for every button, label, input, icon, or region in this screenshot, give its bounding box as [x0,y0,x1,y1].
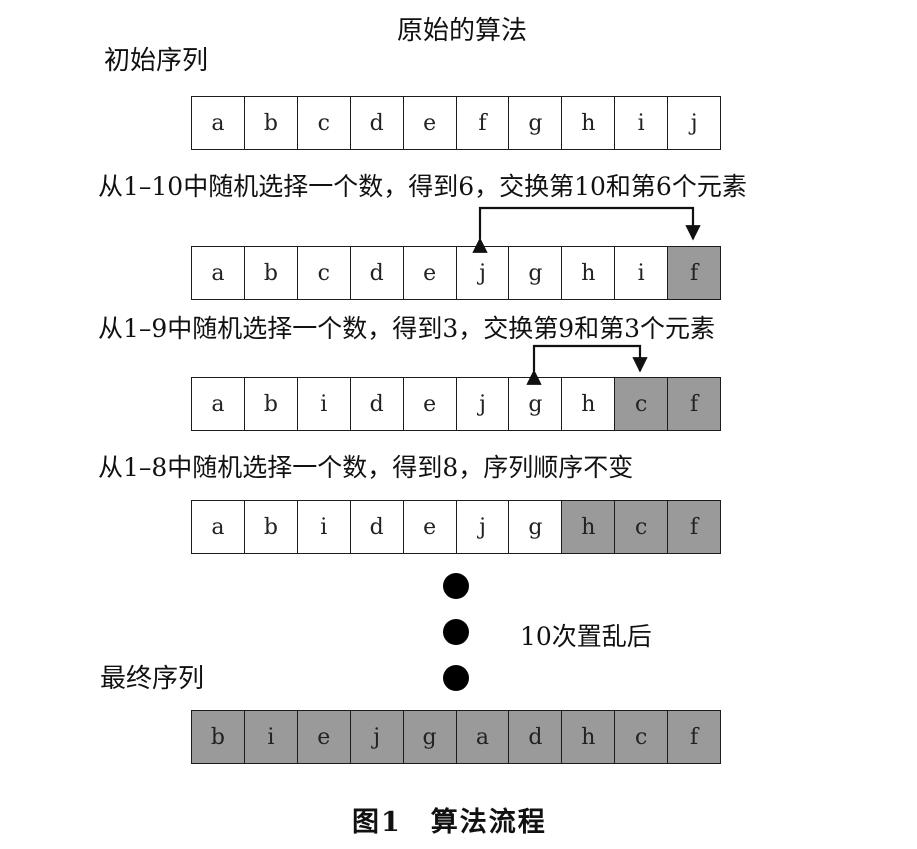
sequence-cell: g [509,378,563,430]
sequence-cell: e [403,501,457,553]
sequence-cell: a [192,97,245,149]
sequence-cell: c [297,247,351,299]
sequence-cell: c [615,711,669,763]
sequence-cell: f [668,501,721,553]
sequence-cell: g [509,501,563,553]
sequence-cell: d [350,378,404,430]
sequence-cell: i [615,97,669,149]
sequence-cell: j [456,378,510,430]
sequence-cell: e [403,378,457,430]
sequence-cell: e [403,97,457,149]
final-sequence-label: 最终序列 [100,664,205,694]
sequence-cell: h [562,501,616,553]
sequence-cell: b [192,711,245,763]
sequence-cell: j [456,501,510,553]
sequence-cell: b [244,97,298,149]
sequence-cell: b [244,378,298,430]
step-2-text: 从1–9中随机选择一个数，得到3，交换第9和第3个元素 [98,314,716,343]
sequence-cell: f [668,247,721,299]
iterations-label: 10次置乱后 [520,622,652,651]
ellipsis-dot [443,573,469,599]
sequence-cell: d [350,97,404,149]
swap-arrow-step-2 [526,344,648,385]
sequence-cell: j [456,247,510,299]
sequence-cell: j [668,97,721,149]
sequence-cell: i [297,378,351,430]
sequence-cell: a [456,711,510,763]
step-3-text: 从1–8中随机选择一个数，得到8，序列顺序不变 [98,453,634,482]
figure-caption: 图1 算法流程 [352,807,547,838]
sequence-cell: f [456,97,510,149]
sequence-cell: h [562,711,616,763]
sequence-cell: h [562,247,616,299]
sequence-cell: c [615,378,669,430]
sequence-cell: c [297,97,351,149]
sequence-cell: h [562,97,616,149]
swap-arrow-step-1 [472,206,701,253]
initial-sequence-label: 初始序列 [104,46,209,76]
sequence-cell: a [192,378,245,430]
sequence-cell: d [350,501,404,553]
sequence-cell: b [244,501,298,553]
sequence-cell: f [668,378,721,430]
sequence-cell: c [615,501,669,553]
sequence-cell: b [244,247,298,299]
step-1-text: 从1–10中随机选择一个数，得到6，交换第10和第6个元素 [98,172,747,201]
sequence-cell: i [244,711,298,763]
sequence-cell: a [192,247,245,299]
sequence-cell: h [562,378,616,430]
ellipsis-dot [443,665,469,691]
sequence-cell: j [350,711,404,763]
sequence-cell: i [297,501,351,553]
ellipsis-dot [443,619,469,645]
sequence-cell: e [403,247,457,299]
diagram-title: 原始的算法 [397,16,528,46]
sequence-cell: f [668,711,721,763]
sequence-cell: g [509,97,563,149]
sequence-cell: i [615,247,669,299]
sequence-cell: g [509,247,563,299]
sequence-cell: a [192,501,245,553]
sequence-cell: g [403,711,457,763]
sequence-cell: d [350,247,404,299]
sequence-cell: e [297,711,351,763]
sequence-cell: d [509,711,563,763]
